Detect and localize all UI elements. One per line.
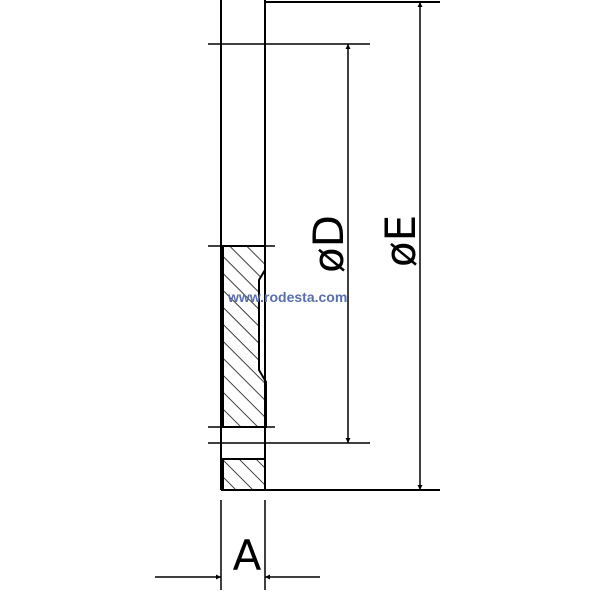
label-diameter-d: øD [304,215,353,273]
label-thickness-a: A [233,531,262,580]
section-upper [222,245,267,428]
section-lower [222,458,266,491]
extension-lines [208,43,370,444]
dimension-a [155,500,320,590]
watermark-text: www.rodesta.com [227,289,347,305]
label-diameter-e: øE [376,215,425,267]
